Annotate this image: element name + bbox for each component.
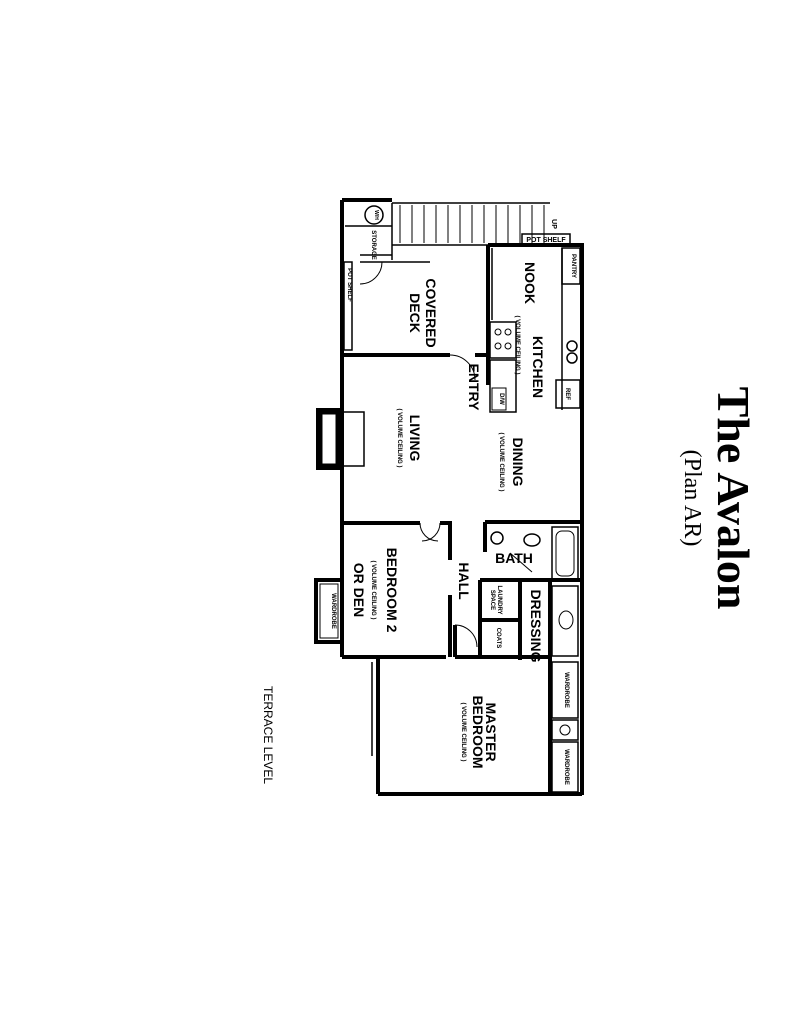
coats-label: COATS [495,628,501,649]
sink-icon [566,340,578,352]
bedroom2-ceiling-note: ( VOLUME CEILING ) [370,561,376,620]
pot-shelf-left [343,261,353,351]
room-master-label-2: BEDROOM [470,695,486,768]
sink-icon [566,352,578,364]
room-labels: NOOK KITCHEN ( VOLUME CEILING ) COVERED … [351,262,546,769]
refrigerator-label: REF [564,388,570,400]
kitchen-fixtures: PANTRY REF D/W [489,247,581,413]
pot-shelf-top [521,233,571,245]
stairs-up-label: UP [550,219,557,229]
plan-subtitle: (Plan AR) [679,450,705,547]
water-heater-icon [364,205,384,225]
storage-area: W/H STORAGE [345,205,392,285]
toilet-icon [523,533,541,547]
dining-ceiling-note: ( VOLUME CEILING ) [498,433,504,492]
bath-fixtures [490,526,579,581]
interior-walls [342,245,582,794]
master-ceiling-note: ( VOLUME CEILING ) [460,703,466,762]
room-master-label-1: MASTER [483,702,499,761]
room-nook-label: NOOK [522,262,538,304]
level-label: TERRACE LEVEL [261,686,275,784]
room-bedroom2-label-1: BEDROOM 2 [384,548,400,633]
bedroom2-wardrobe: WARDROBE [314,578,342,644]
pot-shelf-top-label: POT SHELF [526,237,566,244]
stairs: UP [360,202,557,263]
master-wardrobes: WARDROBE WARDROBE [551,661,579,793]
room-covered-deck-label-2: DECK [407,293,423,333]
pantry-label: PANTRY [570,254,576,278]
refrigerator [555,379,581,409]
laundry-label: LAUNDRY [496,585,502,614]
plan-title: The Avalon [708,387,759,610]
room-bath-label: BATH [495,550,533,566]
bedroom2-wardrobe-label: WARDROBE [330,593,336,629]
room-dressing-label: DRESSING [528,589,544,662]
title-block: The Avalon (Plan AR) [679,387,759,610]
tub [551,526,579,581]
dishwasher [491,387,507,411]
storage-label: STORAGE [370,230,376,260]
range [489,321,517,359]
room-hall-label: HALL [456,562,472,600]
room-entry-label: ENTRY [466,364,482,412]
room-kitchen-label: KITCHEN [530,336,546,398]
room-dining-label: DINING [510,438,526,487]
pantry [561,247,581,285]
water-heater-label: W/H [373,210,379,220]
laundry-space-label: SPACE [489,590,495,610]
dressing-vanity [551,585,579,657]
kitchen-ceiling-note: ( VOLUME CEILING ) [514,316,520,375]
living-ceiling-note: ( VOLUME CEILING ) [396,409,402,468]
entry-door [449,354,476,381]
pot-shelf-left-label: POT SHELF [346,268,352,302]
fireplace [316,408,365,470]
kitchen-island [489,359,517,413]
room-covered-deck-label-1: COVERED [423,278,439,347]
dishwasher-label: D/W [498,393,504,405]
master-wardrobe-1-label: WARDROBE [563,672,569,708]
vanity-sink-icon [558,610,574,630]
bath-sink-icon [490,531,504,545]
master-wardrobe-2-label: WARDROBE [563,749,569,785]
room-living-label: LIVING [407,415,423,462]
room-bedroom2-label-2: OR DEN [351,563,367,617]
